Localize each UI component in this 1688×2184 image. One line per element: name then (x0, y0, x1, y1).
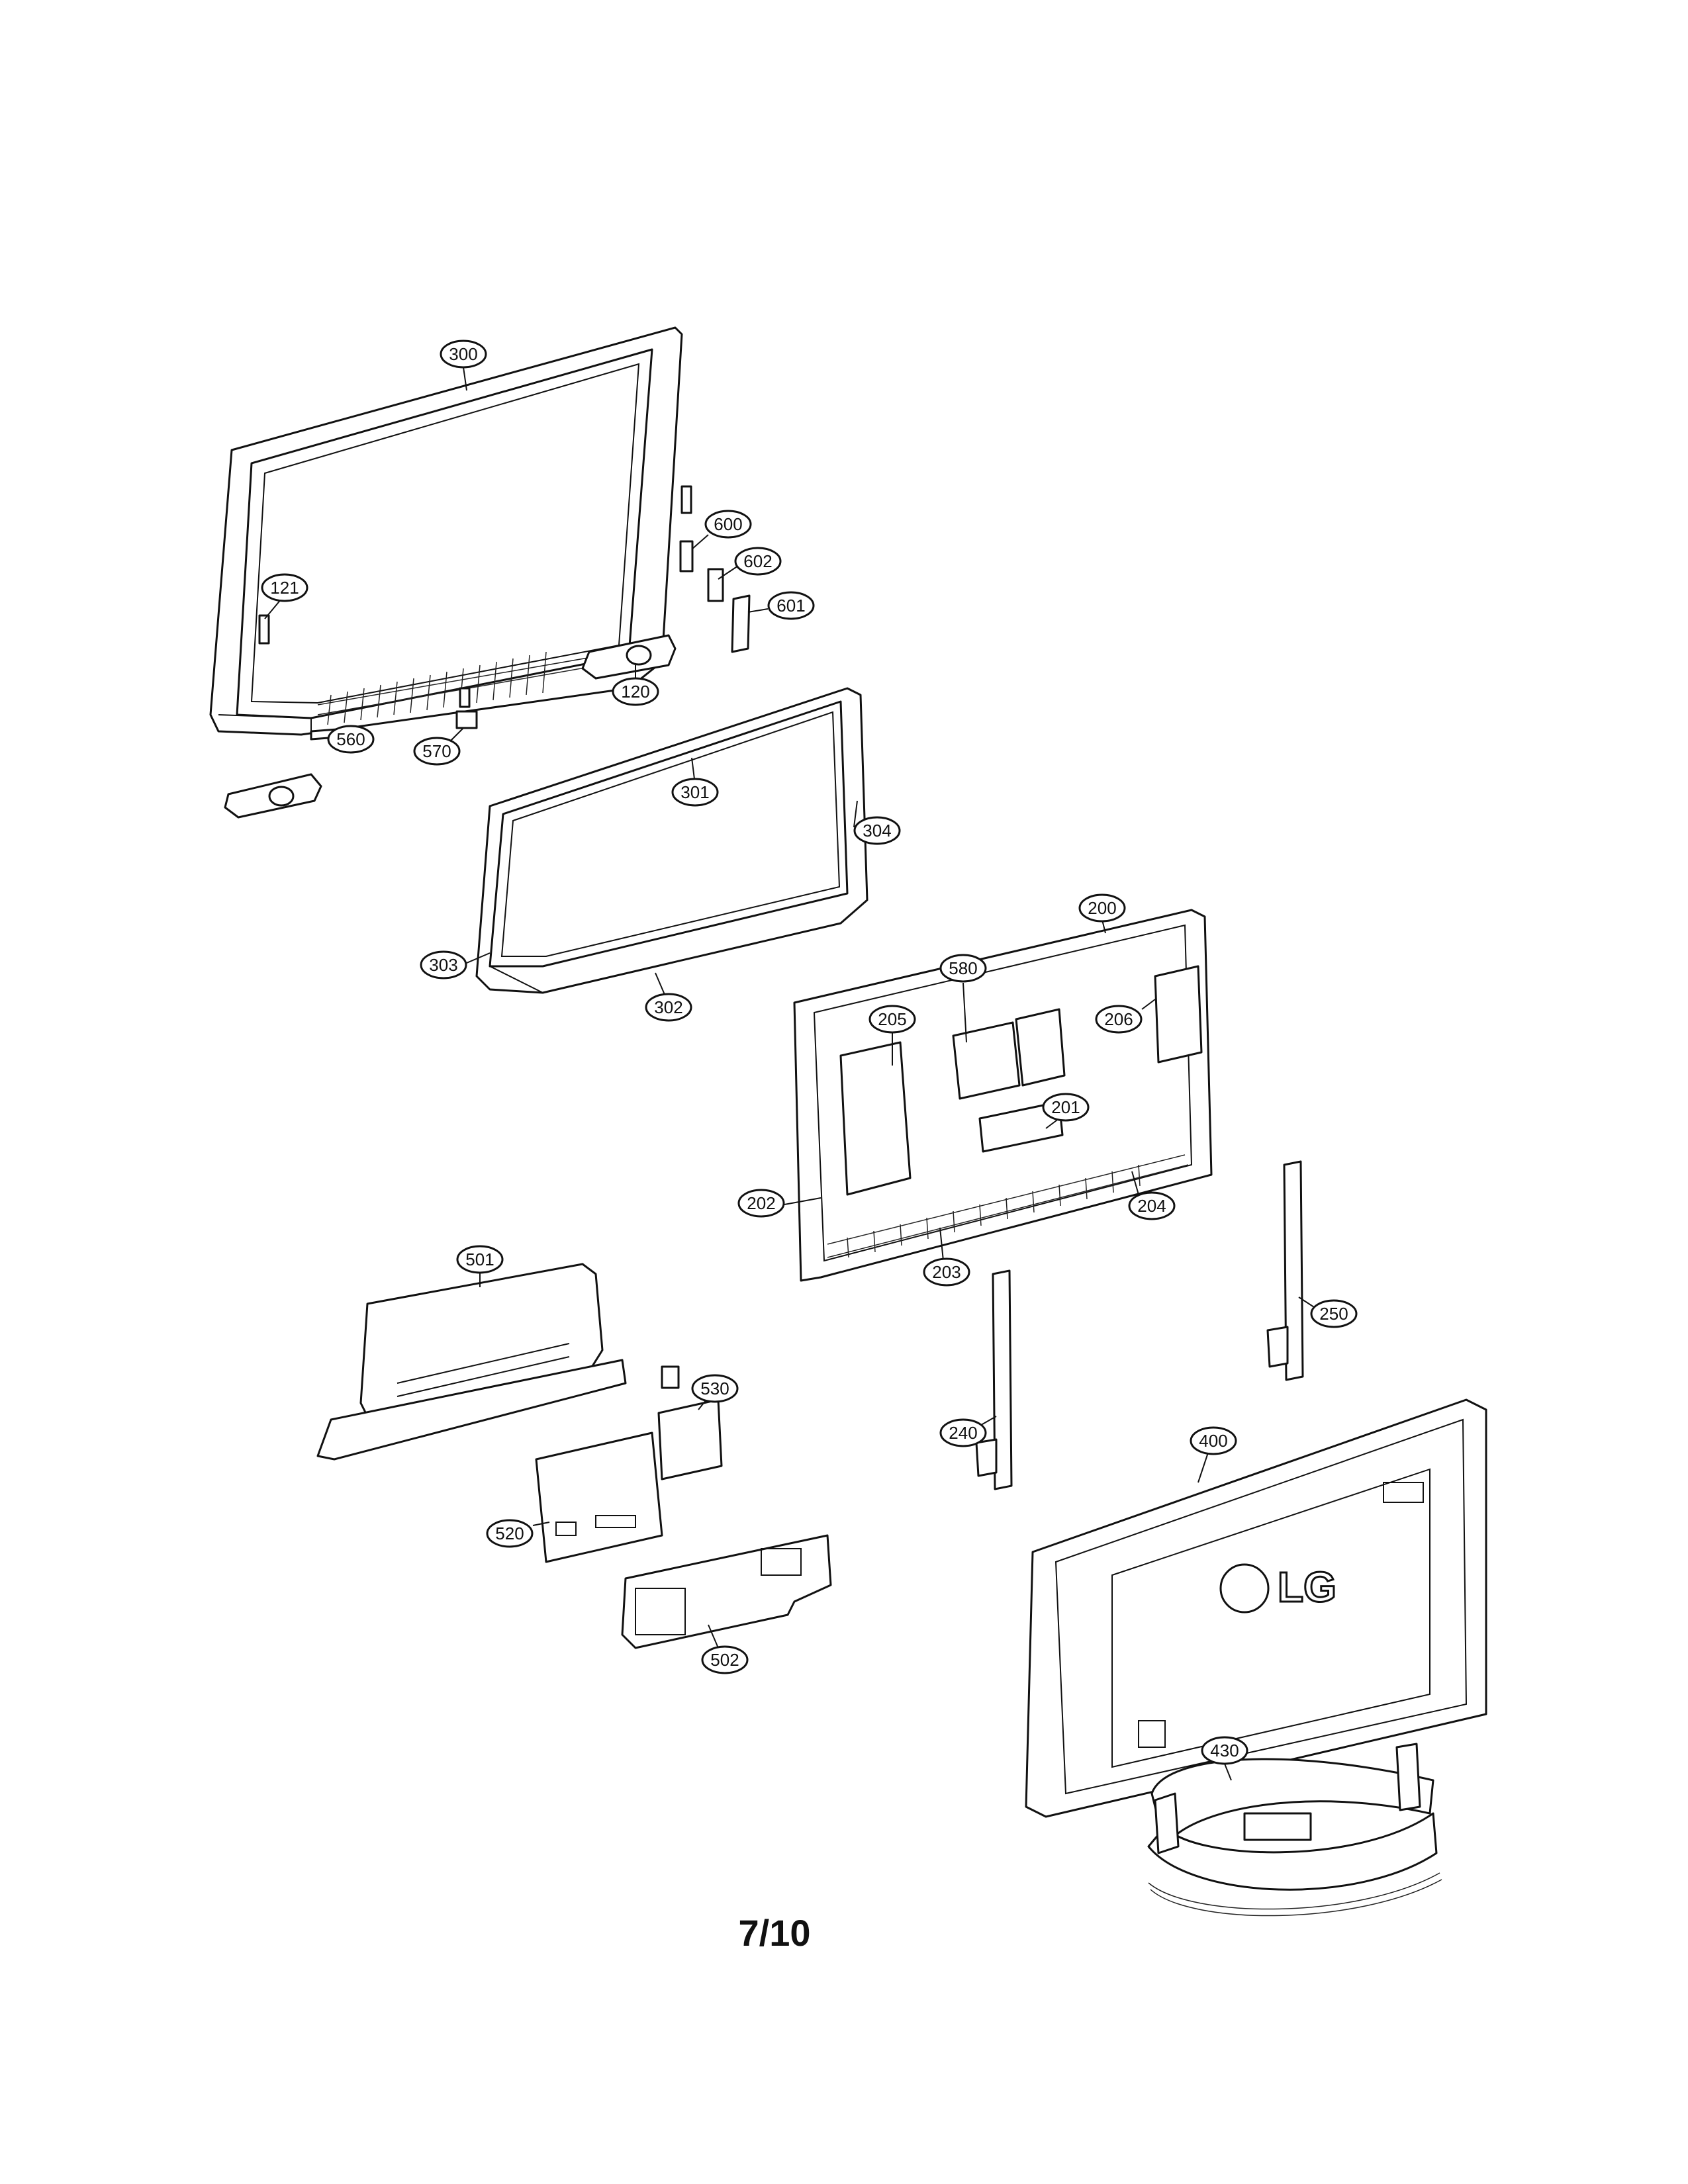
svg-text:570: 570 (422, 741, 451, 761)
svg-text:200: 200 (1088, 898, 1116, 918)
callout-206: 206 (1095, 1005, 1143, 1034)
svg-text:530: 530 (700, 1379, 729, 1398)
part-502-terminal-board (621, 1534, 832, 1649)
svg-text:601: 601 (776, 596, 805, 615)
part-570-board (455, 687, 478, 729)
callout-501: 501 (456, 1245, 504, 1274)
part-250-stand-bracket (1266, 1160, 1304, 1381)
part-121-clip (258, 614, 270, 645)
svg-text:240: 240 (949, 1423, 977, 1443)
callout-502: 502 (701, 1645, 749, 1674)
callout-580: 580 (939, 954, 987, 983)
callout-300: 300 (440, 340, 487, 369)
callout-303: 303 (420, 950, 467, 979)
callout-430: 430 (1201, 1736, 1248, 1765)
svg-text:121: 121 (270, 578, 299, 598)
brand-logo-text: LG (1278, 1563, 1336, 1611)
callout-400: 400 (1190, 1426, 1237, 1455)
part-400-rear-cover: LG (1025, 1398, 1487, 1818)
svg-text:203: 203 (932, 1262, 961, 1282)
svg-text:202: 202 (747, 1193, 775, 1213)
svg-text:205: 205 (878, 1009, 906, 1029)
svg-text:304: 304 (863, 821, 891, 841)
part-430-stand (1147, 1743, 1442, 1917)
svg-text:204: 204 (1137, 1196, 1166, 1216)
svg-text:502: 502 (710, 1650, 739, 1670)
callout-120: 120 (612, 677, 659, 706)
part-530-board (657, 1365, 723, 1480)
svg-text:400: 400 (1199, 1431, 1227, 1451)
svg-text:206: 206 (1104, 1009, 1133, 1029)
callout-570: 570 (413, 737, 461, 766)
callout-301: 301 (671, 778, 719, 807)
callout-600: 600 (704, 510, 752, 539)
part-520-main-board (535, 1432, 663, 1563)
callout-201: 201 (1042, 1093, 1090, 1122)
callout-205: 205 (868, 1005, 916, 1034)
part-200-chassis-frame (793, 909, 1213, 1282)
svg-text:201: 201 (1051, 1097, 1080, 1117)
svg-text:120: 120 (621, 682, 649, 702)
part-301-inner-frame (475, 687, 868, 994)
callout-602: 602 (734, 547, 782, 576)
part-601-bracket (731, 594, 751, 653)
callout-240: 240 (939, 1418, 987, 1447)
svg-text:430: 430 (1210, 1741, 1239, 1760)
svg-text:303: 303 (429, 955, 457, 975)
part-300-front-cabinet (209, 326, 683, 736)
callout-601: 601 (767, 591, 815, 620)
callout-200: 200 (1078, 893, 1126, 923)
callout-203: 203 (923, 1257, 970, 1287)
callout-530: 530 (691, 1374, 739, 1403)
callout-560: 560 (327, 725, 375, 754)
callout-520: 520 (486, 1519, 534, 1548)
callout-202: 202 (737, 1189, 785, 1218)
svg-text:580: 580 (949, 958, 977, 978)
callout-304: 304 (853, 816, 901, 845)
callout-250: 250 (1310, 1299, 1358, 1328)
callout-302: 302 (645, 993, 692, 1022)
svg-text:602: 602 (743, 551, 772, 571)
svg-text:560: 560 (336, 729, 365, 749)
part-602-bracket (707, 568, 724, 602)
svg-text:300: 300 (449, 344, 477, 364)
callout-204: 204 (1128, 1191, 1176, 1220)
part-120-speaker-right (581, 634, 677, 680)
svg-text:301: 301 (680, 782, 709, 802)
svg-text:501: 501 (465, 1250, 494, 1269)
svg-text:520: 520 (495, 1524, 524, 1543)
part-240-stand-bracket (975, 1269, 1013, 1490)
part-501-bracket-assembly (316, 1263, 627, 1461)
svg-text:250: 250 (1319, 1304, 1348, 1324)
part-speaker-left (224, 773, 322, 819)
svg-text:302: 302 (654, 997, 682, 1017)
leader-lines (264, 367, 1315, 1781)
page-number: 7/10 (739, 1912, 811, 1954)
svg-text:600: 600 (714, 514, 742, 534)
callout-121: 121 (261, 573, 308, 602)
lg-logo-icon (1219, 1563, 1270, 1614)
part-600-bracket (679, 485, 694, 572)
